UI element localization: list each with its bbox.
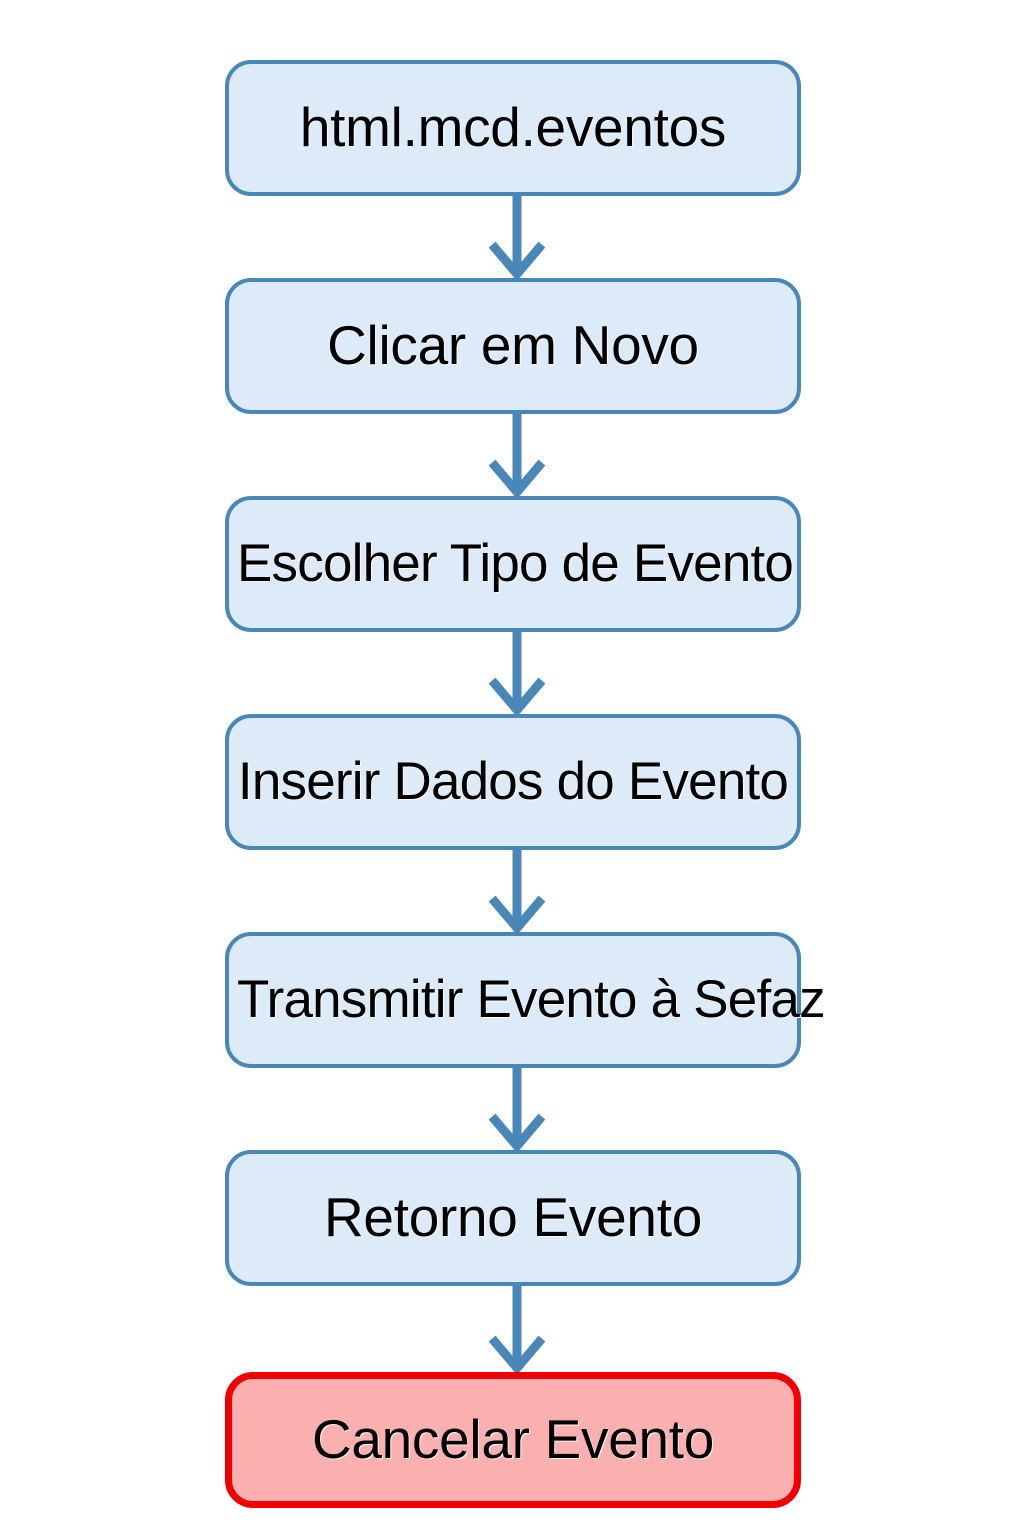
node-label: Inserir Dados do Evento [237, 752, 789, 812]
node-label: html.mcd.eventos [299, 96, 727, 159]
node-escolher-tipo-de-evento[interactable]: Escolher Tipo de Evento [225, 496, 801, 632]
arrowhead-n3-n4 [488, 677, 546, 717]
node-transmitir-evento-a-sefaz[interactable]: Transmitir Evento à Sefaz [225, 932, 826, 1068]
arrowhead-n1-n2 [488, 241, 546, 281]
arrowhead-n4-n5 [488, 895, 546, 935]
node-label: Transmitir Evento à Sefaz [237, 970, 826, 1030]
node-html-mcd-eventos[interactable]: html.mcd.eventos [225, 60, 801, 196]
arrowhead-n5-n6 [488, 1113, 546, 1153]
node-cancelar-evento[interactable]: Cancelar Evento [225, 1372, 801, 1508]
node-clicar-em-novo[interactable]: Clicar em Novo [225, 278, 801, 414]
node-retorno-evento[interactable]: Retorno Evento [225, 1150, 801, 1286]
node-label: Cancelar Evento [311, 1408, 715, 1471]
node-label: Clicar em Novo [327, 314, 699, 377]
arrowhead-n6-n7 [488, 1335, 546, 1375]
arrowhead-n2-n3 [488, 459, 546, 499]
node-inserir-dados-do-evento[interactable]: Inserir Dados do Evento [225, 714, 801, 850]
node-label: Escolher Tipo de Evento [237, 534, 794, 594]
node-label: Retorno Evento [324, 1186, 702, 1249]
